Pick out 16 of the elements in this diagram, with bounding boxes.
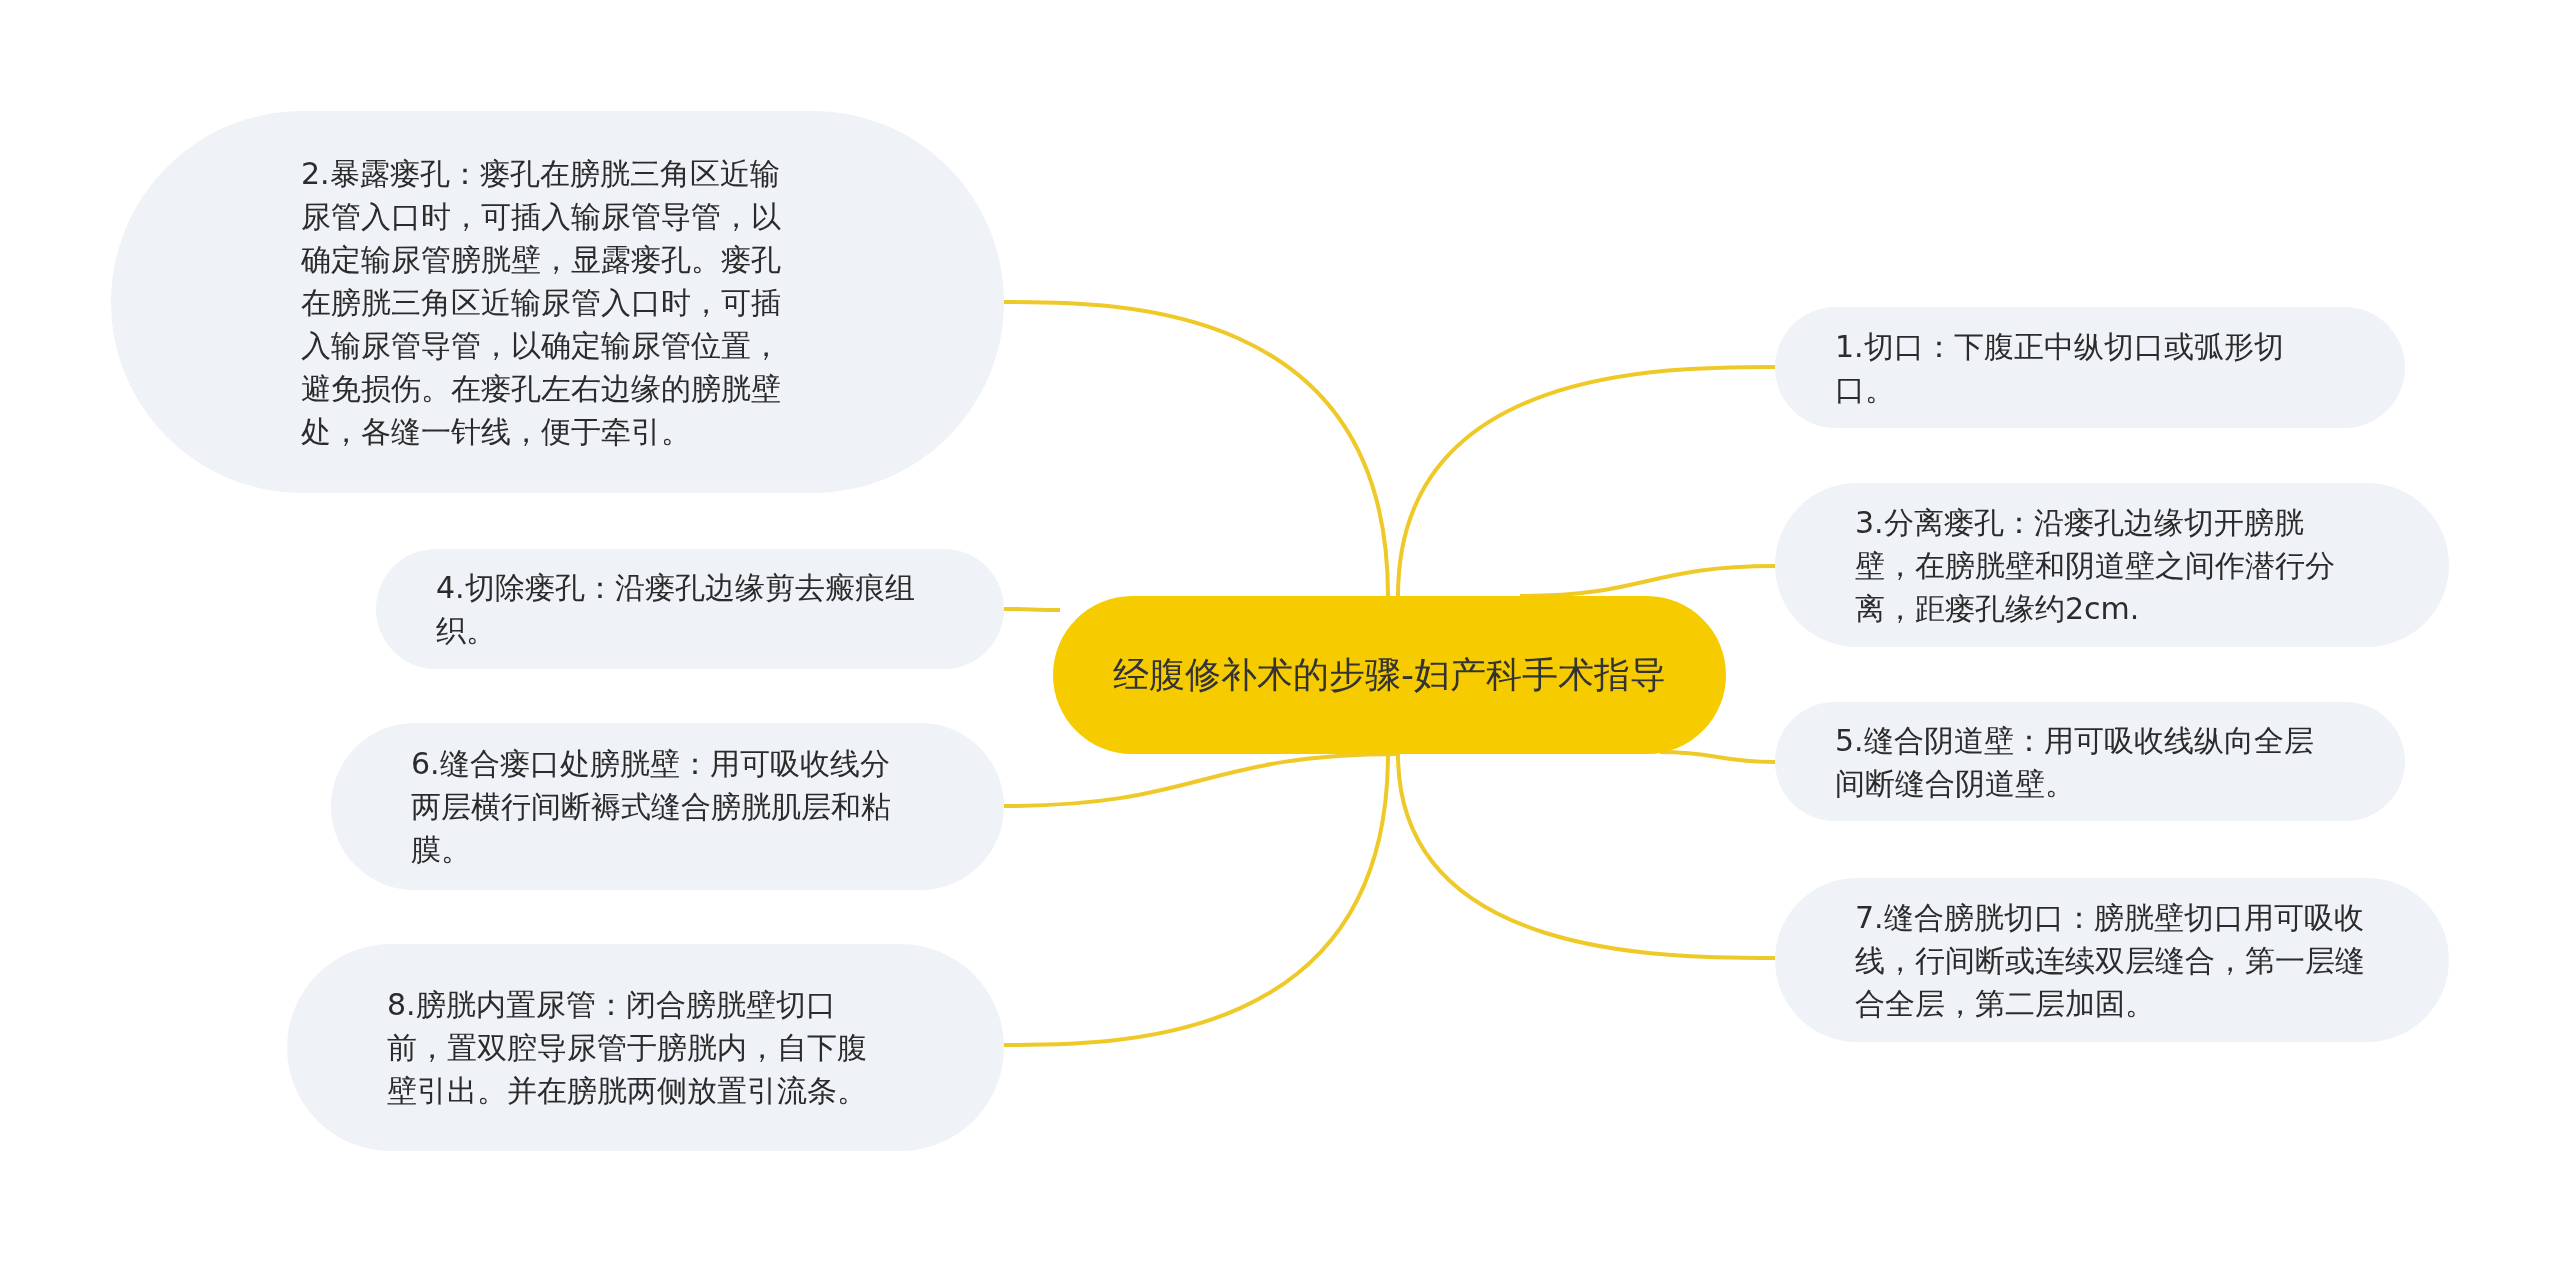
step-text: 4.切除瘘孔：沿瘘孔边缘剪去瘢痕组织。 [436,569,916,650]
branch-line [1004,607,1060,612]
topic-title: 经腹修补术的步骤-妇产科手术指导 [1112,653,1667,697]
step-text: 3.分离瘘孔：沿瘘孔边缘切开膀胱壁，在膀胱壁和阴道壁之间作潜行分离，距瘘孔缘约2cm. [1855,503,2336,628]
step-text: 5.缝合阴道壁：用可吸收线纵向全层间断缝合阴道壁。 [1835,721,2315,803]
step-text: 1.切口：下腹正中纵切口或弧形切口。 [1835,327,2285,409]
branch-line [1519,564,1776,598]
branch-line [1396,365,1775,597]
branch-line [1396,753,1775,960]
step-text: 7.缝合膀胱切口：膀胱壁切口用可吸收线，行间断或连续双层缝合，第一层缝合全层，第二层加固。 [1855,898,2365,1023]
branch-line [1659,750,1776,764]
branch-line [1004,753,1390,1047]
step-text: 2.暴露瘘孔：瘘孔在膀胱三角区近输尿管入口时，可插入输尿管导管，以确定输尿管膀胱壁，显露瘘孔。瘘孔在膀胱三角区近输尿管入口时，可插入输尿管导管，以确定输尿管位置，避免损伤。在瘘孔左右边缘的膀胱壁处，各缝一针线，便于牵引。 [301,154,782,451]
step-text: 6.缝合瘘口处膀胱壁：用可吸收线分两层横行间断褥式缝合膀胱肌层和粘膜。 [411,745,892,869]
step-text: 8.膀胱内置尿管：闭合膀胱壁切口前，置双腔导尿管于膀胱内，自下腹壁引出。并在膀胱两侧放置引流条。 [387,986,868,1110]
branch-line [1004,300,1390,597]
